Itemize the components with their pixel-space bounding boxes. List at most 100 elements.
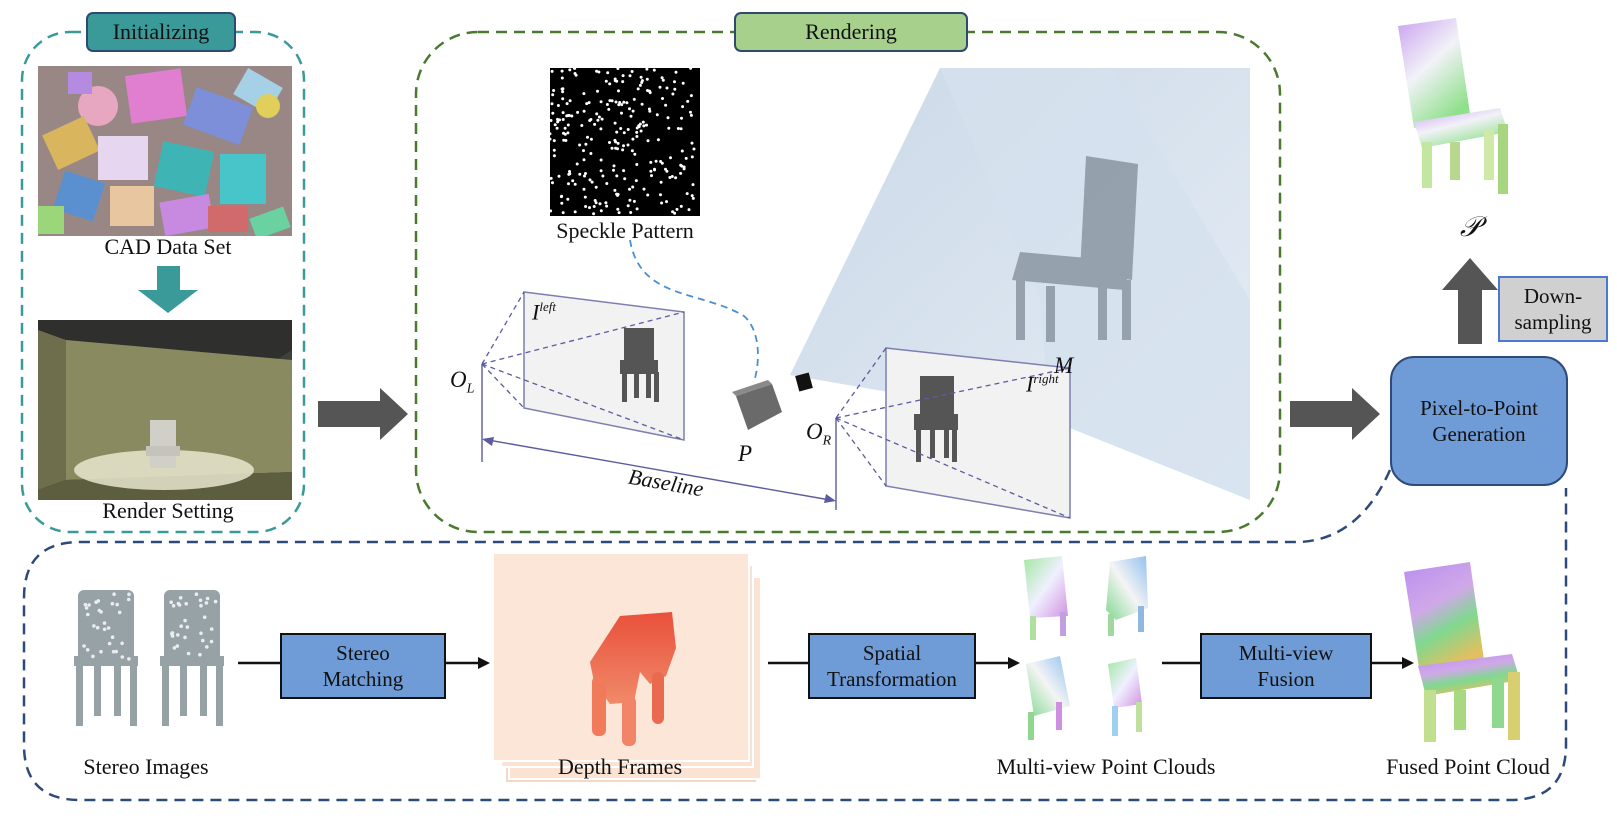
speckle-dot: [596, 118, 600, 122]
speckle-dot: [664, 103, 668, 107]
speckle-dot: [616, 68, 620, 70]
speckle-dot: [567, 114, 571, 117]
baseline-arrow: [481, 364, 837, 510]
speckle-dot: [560, 201, 564, 205]
render-setting-image: [38, 320, 292, 500]
speckle-dot: [631, 137, 635, 141]
stereo-speckle-dot: [120, 641, 124, 646]
speckle-dot: [565, 114, 569, 118]
speckle-dot: [671, 92, 675, 96]
stereo-speckle-dot: [91, 654, 95, 659]
speckle-dot: [592, 212, 596, 216]
speckle-dot: [654, 159, 658, 163]
speckle-dot: [636, 87, 640, 91]
speckle-dot: [595, 112, 599, 116]
speckle-dot: [692, 147, 696, 151]
speckle-dot: [551, 111, 555, 115]
speckle-dot: [621, 80, 625, 84]
speckle-dot: [638, 83, 642, 87]
stereo-speckle-dot: [209, 627, 214, 631]
stereo-speckle-dot: [114, 649, 118, 654]
symbol-o-right: OR: [806, 419, 832, 449]
depth-chair: [590, 612, 676, 746]
speckle-dot: [594, 201, 598, 205]
speckle-dot: [614, 100, 618, 104]
pipeline-arrows: [238, 657, 1414, 669]
speckle-dot: [582, 187, 586, 191]
speckle-dot: [600, 117, 604, 121]
speckle-dot: [689, 68, 693, 70]
speckle-dot: [563, 126, 567, 130]
stereo-speckle-dot: [95, 625, 100, 630]
speckle-dot: [653, 167, 656, 171]
speckle-dot: [617, 211, 621, 215]
speckle-dot: [605, 182, 609, 185]
stereo-speckle-dot: [106, 626, 111, 630]
speckle-dot: [642, 124, 646, 128]
stereo-speckle-dot: [99, 649, 103, 654]
output-symbol-p: 𝒫: [1459, 212, 1481, 243]
speckle-dot: [573, 210, 577, 214]
speckle-dot: [648, 91, 652, 95]
output-point-cloud: [1398, 18, 1508, 194]
speckle-dot: [689, 94, 693, 98]
symbol-m: M: [1054, 353, 1074, 378]
speckle-dot: [659, 180, 663, 184]
speckle-dot: [586, 135, 589, 139]
speckle-dot: [632, 97, 636, 101]
cad-dataset-image: [38, 66, 292, 236]
speckle-dot: [616, 141, 620, 145]
speckle-dot: [646, 89, 649, 92]
speckle-dot: [687, 208, 691, 212]
speckle-dot: [610, 146, 614, 150]
speckle-dot: [659, 193, 662, 197]
speckle-dot: [631, 109, 635, 113]
speckle-dot: [561, 90, 565, 94]
stereo-speckle-dot: [183, 618, 187, 623]
speckle-dot: [635, 135, 639, 138]
speckle-dot: [628, 198, 632, 202]
downsampling-box: Down-sampling: [1498, 276, 1608, 342]
speckle-dot: [562, 138, 566, 142]
speckle-dot: [550, 69, 554, 73]
speckle-dot: [645, 77, 649, 81]
speckle-dot: [553, 123, 557, 127]
multiview-point-clouds: [1024, 556, 1148, 740]
speckle-dot: [582, 149, 585, 153]
speckle-dot: [585, 102, 589, 106]
stereo-speckle-dot: [179, 624, 183, 628]
speckle-dot: [648, 109, 652, 113]
left-plane-chair: [620, 328, 659, 402]
symbol-o-left: OL: [450, 367, 475, 397]
speckle-dot: [660, 201, 664, 205]
speckle-dot: [557, 174, 561, 178]
emitter-square: [795, 372, 813, 392]
speckle-dot: [649, 169, 653, 173]
speckle-dot: [655, 113, 659, 117]
speckle-dot: [674, 70, 678, 74]
stereo-speckle-dot: [112, 592, 116, 596]
speckle-dot: [568, 99, 572, 103]
speckle-dot: [661, 97, 664, 100]
speckle-dot: [626, 204, 630, 208]
speckle-dot: [640, 102, 644, 106]
scene-chair: [1012, 156, 1138, 342]
stereo-speckle-dot: [205, 645, 209, 649]
stereo-speckle-dot: [186, 651, 191, 656]
stereo-speckle-dot: [127, 592, 131, 597]
speckle-dot: [680, 149, 684, 153]
speckle-dot: [615, 130, 619, 134]
speckle-dot: [656, 138, 660, 142]
speckle-dot: [610, 99, 614, 103]
speckle-dot: [674, 176, 678, 180]
stereo-speckle-dot: [102, 627, 107, 632]
speckle-dot: [587, 101, 591, 105]
speckle-dot: [645, 123, 648, 127]
speckle-dot: [646, 193, 650, 197]
stereo-images-caption: Stereo Images: [83, 754, 209, 779]
speckle-dot: [550, 102, 554, 106]
stereo-speckle-dot: [176, 633, 180, 637]
speckle-dot: [570, 114, 574, 118]
